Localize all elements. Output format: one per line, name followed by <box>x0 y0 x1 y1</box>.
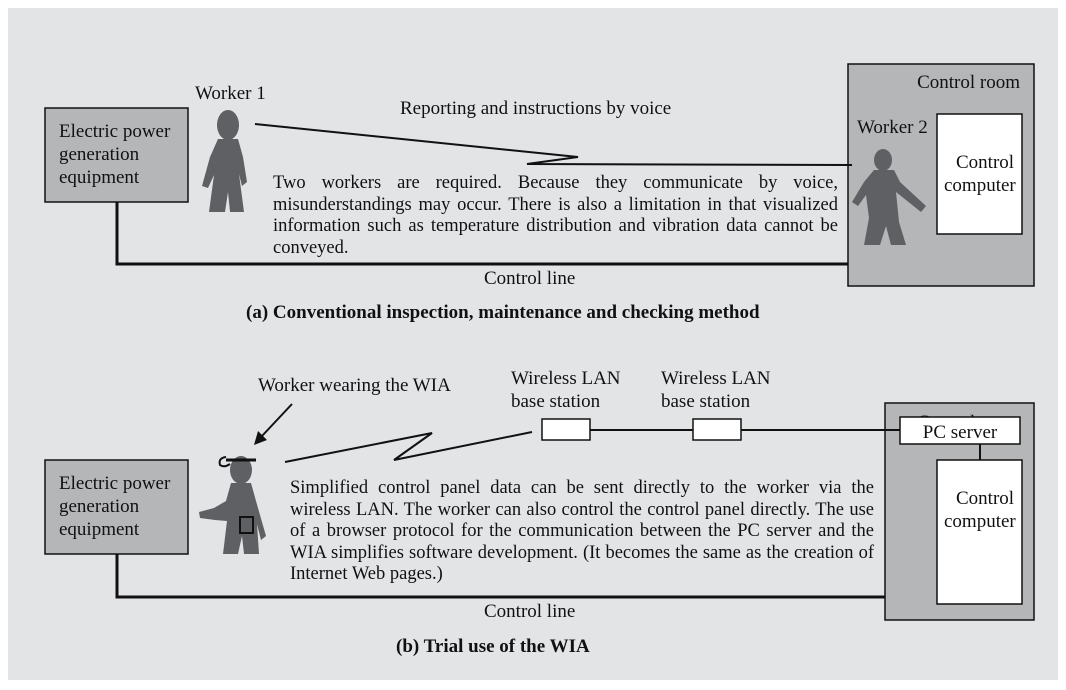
worker-1-label: Worker 1 <box>195 83 266 104</box>
panel-b: Electric power generation equipment Cont… <box>44 368 1035 657</box>
control-computer-box-b <box>936 459 1023 605</box>
description-a: Two workers are required. Because they c… <box>273 173 838 258</box>
equipment-label-a: Electric power generation equipment <box>59 121 175 188</box>
control-computer-label-b: Control computer <box>944 488 1019 532</box>
control-computer-label-a: Control computer <box>944 152 1019 196</box>
caption-a: (a) Conventional inspection, maintenance… <box>246 302 760 323</box>
wireless-link-b <box>284 431 533 463</box>
control-line-label-b: Control line <box>484 601 575 622</box>
wia-worker-figure <box>199 456 266 554</box>
base-station-2-label: Wireless LAN base station <box>661 368 775 412</box>
wia-pointer-arrowhead <box>254 431 267 445</box>
voice-label: Reporting and instructions by voice <box>400 98 671 119</box>
voice-link-a <box>254 123 853 166</box>
wearable-terminal-icon <box>239 516 254 534</box>
description-b: Simplified control panel data can be sen… <box>290 478 874 584</box>
equipment-box-b <box>44 459 189 555</box>
equipment-box-a <box>44 107 189 203</box>
wia-pointer-arrow <box>261 403 293 437</box>
wia-worker-label: Worker wearing the WIA <box>258 375 451 396</box>
pc-server-label: PC server <box>923 422 998 443</box>
equipment-label-b: Electric power generation equipment <box>59 473 175 540</box>
head-mounted-display-icon <box>218 456 231 468</box>
worker-1-figure <box>202 110 247 212</box>
worker-2-label: Worker 2 <box>857 117 928 138</box>
control-computer-box-a <box>936 113 1023 235</box>
worker-2-figure <box>852 149 926 245</box>
control-line-label-a: Control line <box>484 268 575 289</box>
panel-a: Electric power generation equipment Cont… <box>44 63 1035 323</box>
caption-b: (b) Trial use of the WIA <box>396 636 590 657</box>
base-station-1 <box>541 418 591 441</box>
base-station-2 <box>692 418 742 441</box>
base-station-1-label: Wireless LAN base station <box>511 368 625 412</box>
control-room-label-a: Control room <box>917 72 1020 93</box>
pc-server-box <box>899 416 1021 445</box>
